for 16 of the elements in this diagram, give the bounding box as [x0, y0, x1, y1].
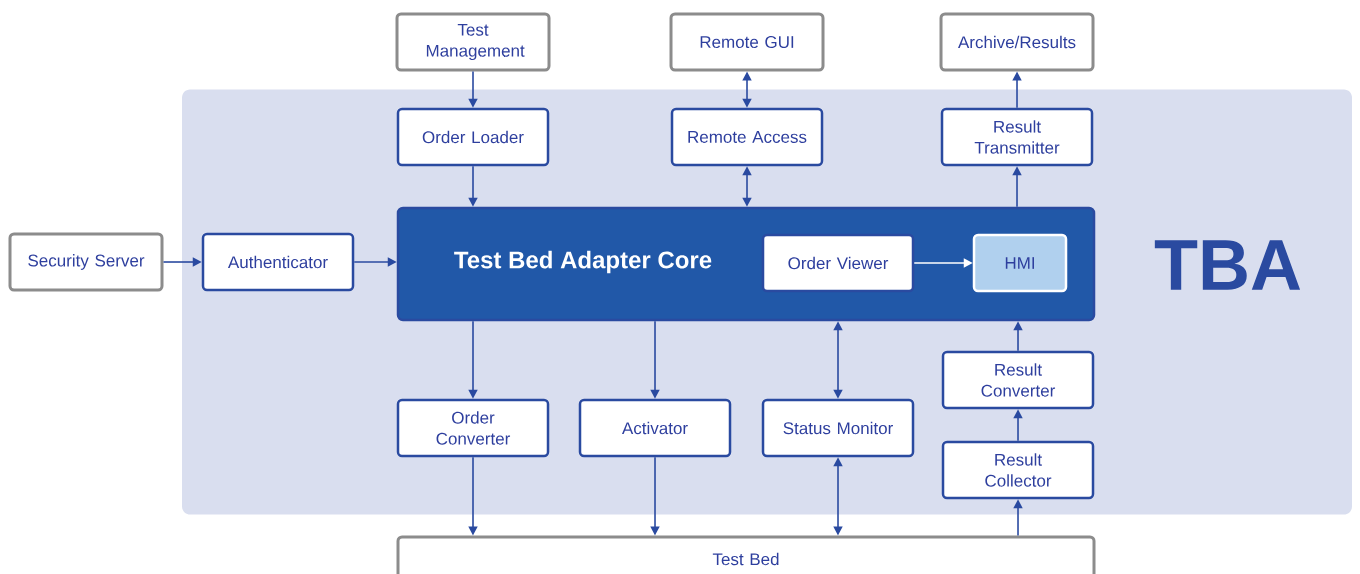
process-box: Order Loader — [396, 107, 550, 167]
process-box: Result Transmitter — [940, 107, 1094, 167]
process-box: HMI — [972, 233, 1068, 293]
process-box: Result Converter — [941, 350, 1095, 410]
process-box: Status Monitor — [761, 398, 915, 458]
process-box: Result Collector — [941, 440, 1095, 500]
external-box: Test Management — [395, 12, 551, 72]
process-box: Authenticator — [201, 232, 355, 292]
external-box: Remote GUI — [669, 12, 825, 72]
external-box: Security Server — [8, 232, 164, 292]
process-box: Order Converter — [396, 398, 550, 458]
process-box: Remote Access — [670, 107, 824, 167]
process-box: Order Viewer — [761, 233, 915, 293]
external-box: Test Bed — [396, 535, 1096, 574]
process-box: Activator — [578, 398, 732, 458]
external-box: Archive/Results — [939, 12, 1095, 72]
